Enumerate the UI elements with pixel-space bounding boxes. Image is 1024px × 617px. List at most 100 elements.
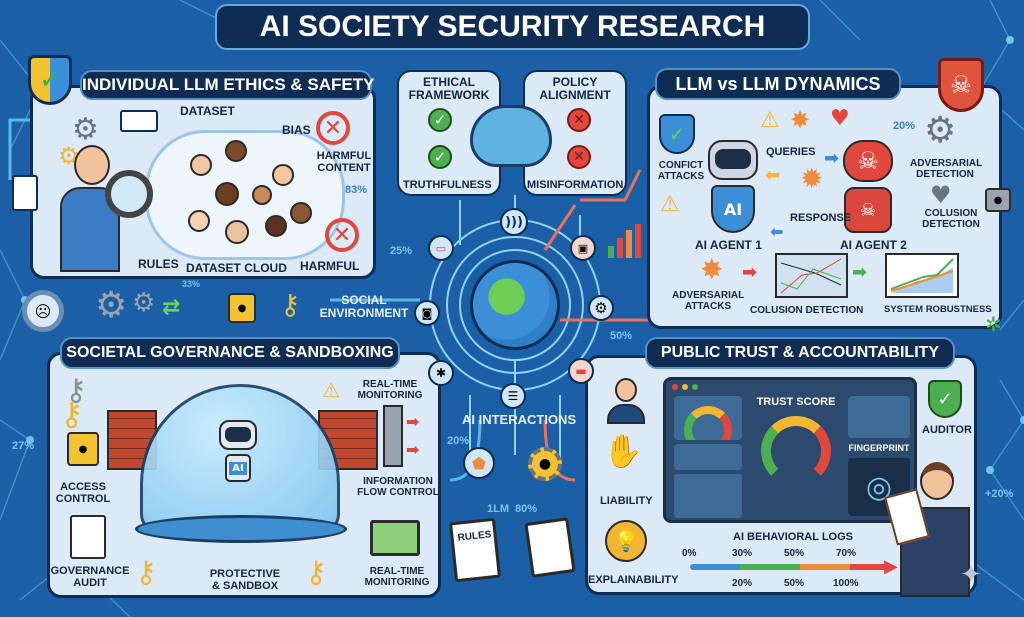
label-dataset-cloud: DATASET CLOUD — [186, 261, 287, 275]
bug-node-icon: ✱ — [428, 360, 454, 386]
label-realtime-monitoring-top: REAL-TIME MONITORING — [357, 379, 423, 401]
label-explainability: EXPLAINABILITY — [588, 574, 679, 586]
arrow-right-icon: ➡ — [852, 262, 868, 283]
shield-check-icon: ✓ — [659, 114, 695, 154]
label-realtime-monitoring-bottom: REAL-TIME MONITORING — [364, 566, 430, 588]
label-protective-sandbox: PROTECTIVE & SANDBOX — [209, 568, 281, 593]
key-icon: ⚷ — [135, 555, 157, 590]
globe-icon — [470, 260, 560, 350]
ethical-framework-title: ETHICAL FRAMEWORK — [408, 75, 490, 103]
dynamics-panel-title: LLM vs LLM DYNAMICS — [655, 68, 901, 100]
label-colusion-detection: COLUSION DETECTION — [922, 208, 980, 230]
lock-icon: ● — [228, 293, 256, 323]
x-circle-icon: ✕ — [567, 108, 591, 132]
donut-widget — [674, 444, 742, 470]
auditor-person — [884, 462, 970, 597]
shield-node-icon: ⬟ — [463, 447, 495, 479]
arrow-right-icon: ➡ — [824, 148, 840, 169]
check-icon: ✓ — [428, 108, 452, 132]
label-liability: LIABILITY — [600, 495, 653, 507]
ethics-panel-title: INDIVIDUAL LLM ETHICS & SAFETY — [80, 70, 374, 100]
wifi-icon: ))) — [500, 208, 528, 236]
dome-base — [135, 515, 347, 543]
percent-80: 80% — [515, 503, 538, 515]
arrows-exchange-icon: ⇄ — [162, 295, 181, 320]
label-conflict-attacks: CONFICT ATTACKS — [657, 160, 705, 182]
lock-icon: ● — [67, 432, 99, 466]
label-rules: RULES — [138, 257, 179, 271]
document-list-icon — [12, 175, 38, 211]
hand-icon: ✋ — [603, 432, 643, 470]
key-icon: ⚷ — [280, 288, 301, 321]
gear-icon: ⚙ — [132, 288, 156, 318]
shield-check-icon: ✓ — [928, 380, 962, 418]
x-circle-icon: ✕ — [567, 145, 591, 169]
ai-chest-badge: AI — [229, 461, 247, 475]
arrow-left-icon: ⬅ — [770, 222, 784, 241]
explosion-icon: ✸ — [700, 253, 724, 286]
log-top-2: 50% — [784, 548, 805, 559]
ai-shield-badge: AI — [711, 185, 755, 233]
label-ai-agent-1: AI AGENT 1 — [695, 238, 762, 252]
gear-lock-icon: ● — [528, 447, 562, 481]
explosion-icon: ✸ — [790, 106, 811, 134]
percent-33: 33% — [182, 279, 201, 289]
label-truthfulness: TRUTHFULNESS — [403, 179, 492, 191]
clash-explosion-icon: ✹ — [800, 162, 824, 195]
label-misinformation: MISINFORMATION — [527, 179, 624, 191]
policy-alignment-title: POLICY ALIGNMENT — [539, 75, 611, 103]
percent-50: 50% — [610, 330, 633, 342]
broken-heart-icon: ♥ — [830, 106, 850, 131]
lightbulb-icon: 💡 — [605, 520, 647, 562]
arrow-right-icon: ➡ — [406, 412, 420, 431]
shield-check-icon: ✓ — [28, 55, 72, 105]
label-governance-audit: GOVERNANCE AUDIT — [50, 565, 130, 590]
camera-icon: ◙ — [414, 300, 440, 326]
battery-icon: ▭ — [428, 235, 454, 261]
log-bottom-1: 50% — [784, 578, 805, 589]
arrow-head-icon: ▶ — [884, 556, 898, 577]
monitor-heartbeat-icon — [370, 520, 420, 556]
chart-widget — [848, 396, 910, 438]
clipboard-icon — [884, 488, 930, 546]
flow-filter-icon — [383, 405, 403, 467]
mask-icon: ☹ — [22, 290, 64, 332]
prohibited-icon: ✕ — [325, 218, 359, 252]
warning-icon: ⚠ — [322, 378, 340, 402]
rules-label: RULES — [457, 529, 492, 544]
gauge-widget — [674, 396, 742, 440]
log-top-0: 0% — [682, 548, 697, 559]
robot-agent-1: AI — [703, 135, 763, 235]
clipboard-checklist-icon — [70, 515, 106, 559]
label-adversarial-detection: ADVERSARIAL DETECTION — [910, 158, 983, 180]
log-top-1: 30% — [732, 548, 753, 559]
rules-clipboard: RULES — [448, 517, 502, 583]
key-icon: ⚷ — [60, 395, 84, 433]
trust-score-title: TRUST SCORE — [756, 396, 836, 408]
trust-panel-title: PUBLIC TRUST & ACCOUNTABILITY — [645, 337, 955, 369]
colusion-chart — [775, 253, 848, 298]
label-information-flow-control: INFORMATION FLOW CONTROL — [357, 476, 439, 498]
dynamics-percent: 20% — [893, 120, 916, 132]
people-group — [180, 140, 330, 250]
label-ai-interactions: AI INTERACTIONS — [462, 412, 577, 427]
bar-chart-icon — [608, 222, 642, 258]
check-icon: ✓ — [428, 145, 452, 169]
sparkle-icon: ✦ — [960, 560, 982, 590]
person-icon — [605, 378, 645, 428]
sandbox-robot: AI — [215, 420, 261, 510]
database-icon: ☰ — [500, 383, 526, 409]
brain-icon — [470, 105, 552, 167]
percent-20: 20% — [447, 435, 470, 447]
label-system-robustness: SYSTEM ROBUSTNESS — [884, 304, 992, 315]
lock-icon: ● — [985, 188, 1011, 212]
label-response: RESPONSE — [790, 212, 852, 224]
network-node-icon: ✲ — [985, 312, 1002, 336]
label-ai-agent-2: AI AGENT 2 — [840, 238, 907, 252]
percent-25: 25% — [390, 245, 413, 257]
broken-heart-icon: ♥ — [930, 181, 952, 209]
arrow-left-icon: ⬅ — [765, 165, 781, 186]
label-access-control: ACCESS CONTROL — [55, 481, 111, 506]
label-ai-behavioral-logs: AI BEHAVIORAL LOGS — [733, 531, 853, 543]
percent-27: 27% — [12, 440, 35, 452]
